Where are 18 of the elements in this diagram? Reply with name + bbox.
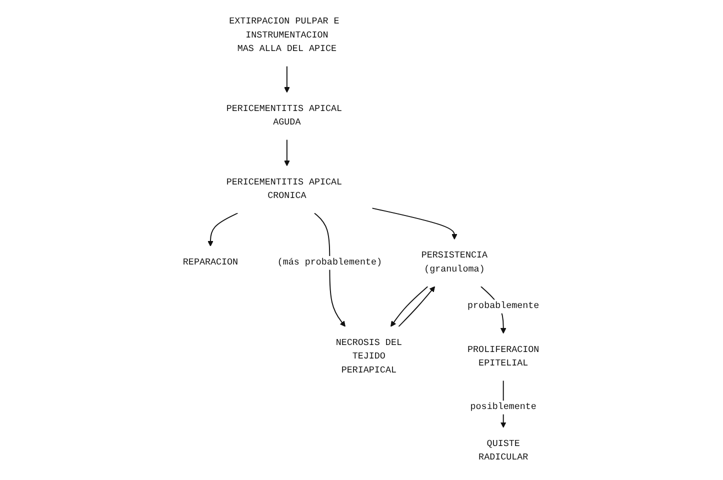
- node-text: PERICEMENTITIS APICAL CRONICA: [226, 177, 342, 202]
- node-text: QUISTE RADICULAR: [479, 438, 529, 463]
- arrow: [284, 139, 290, 166]
- arrow: [284, 66, 290, 93]
- node-text: NECROSIS DEL TEJIDO PERIAPICAL: [336, 338, 402, 376]
- edge-label: (más probablemente): [278, 257, 382, 268]
- arrow: [390, 286, 429, 327]
- arrow: [208, 212, 239, 246]
- edge-label: posiblemente: [470, 402, 537, 412]
- node-text: EXTIRPACION PULPAR E INSTRUMENTACION MAS ALLA DEL APICE: [230, 16, 340, 54]
- arrow: [314, 212, 346, 327]
- node-text: REPARACION: [183, 257, 238, 268]
- node-text: PERSISTENCIA (granuloma): [422, 250, 488, 275]
- arrow: [372, 208, 458, 240]
- arrow: [398, 286, 436, 328]
- node-text: PROLIFERACION EPITELIAL: [468, 344, 540, 369]
- node-text: PERICEMENTITIS APICAL AGUDA: [226, 104, 342, 128]
- edge-label: probablemente: [468, 300, 540, 312]
